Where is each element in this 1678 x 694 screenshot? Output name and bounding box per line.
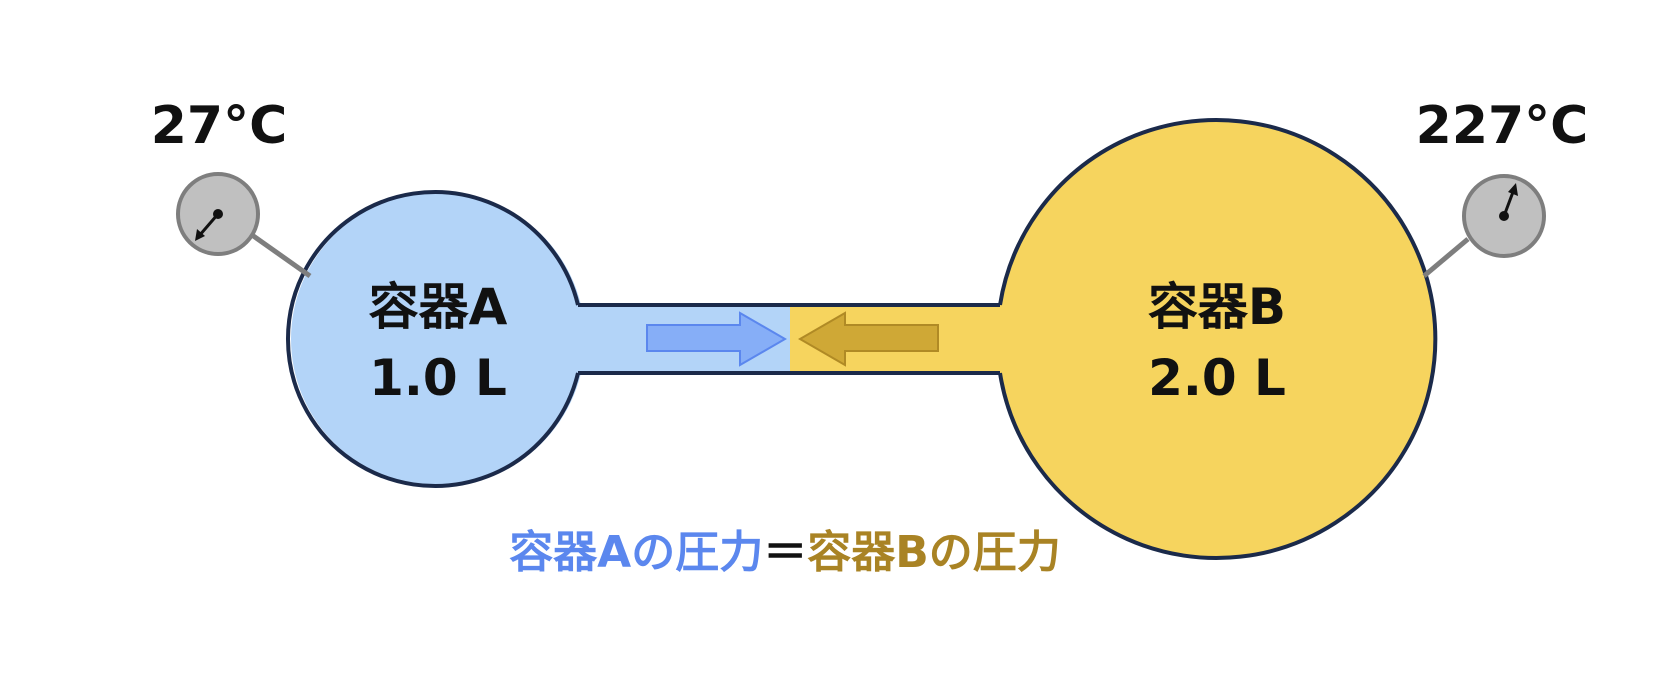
temperature-b: 227°C <box>1416 96 1589 156</box>
gauge-b-needle-tip <box>1508 183 1518 196</box>
container-a-outline <box>286 190 580 488</box>
container-b-name: 容器B <box>1148 278 1286 336</box>
pressure-a-text: 容器Aの圧力 <box>509 527 763 578</box>
equals-sign: ＝ <box>763 527 807 578</box>
arrow-left-icon <box>798 311 939 367</box>
gauge-a-stem <box>250 232 312 279</box>
container-a-name: 容器A <box>369 278 508 336</box>
gauge-a-needle-tip <box>195 229 205 241</box>
pressure-equation: 容器Aの圧力＝容器Bの圧力 <box>509 527 1061 578</box>
temperature-a: 27°C <box>151 96 288 156</box>
container-b-body <box>996 120 1434 558</box>
container-a-body <box>291 192 585 486</box>
container-b-outline <box>998 118 1438 560</box>
gauge-b-needle <box>1502 191 1515 217</box>
container-a-volume: 1.0 L <box>369 349 507 407</box>
gauge-b-stem <box>1422 237 1470 278</box>
container-b-volume: 2.0 L <box>1148 349 1286 407</box>
pressure-b-text: 容器Bの圧力 <box>807 527 1061 578</box>
arrow-right-icon <box>646 311 787 367</box>
gauge-a-needle <box>197 213 220 237</box>
